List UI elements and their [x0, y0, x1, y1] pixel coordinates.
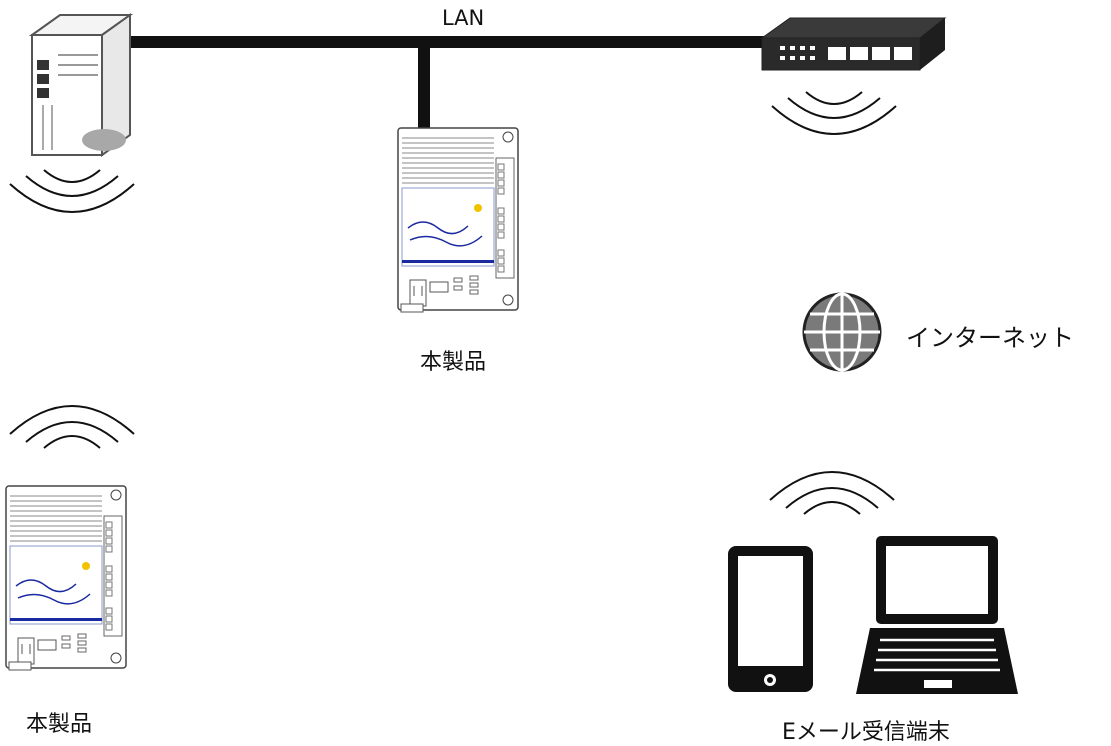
- smartphone-icon: [728, 546, 813, 692]
- internet-label: インターネット: [906, 324, 1074, 352]
- product-label-bottom: 本製品: [26, 712, 93, 737]
- product-label-top: 本製品: [420, 350, 487, 375]
- network-switch-icon: [760, 17, 947, 71]
- wifi-icon: [771, 91, 897, 135]
- wifi-icon: [769, 471, 895, 515]
- email-terminal-label: Eメール受信端末: [782, 720, 950, 745]
- lan-label: LAN: [442, 6, 485, 30]
- wifi-icon: [9, 169, 135, 213]
- product-device-icon: [397, 127, 519, 313]
- server-icon: [28, 13, 134, 157]
- laptop-icon: [856, 536, 1018, 694]
- globe-icon: [802, 292, 882, 372]
- wifi-icon: [9, 405, 135, 449]
- product-device-icon: [5, 485, 127, 671]
